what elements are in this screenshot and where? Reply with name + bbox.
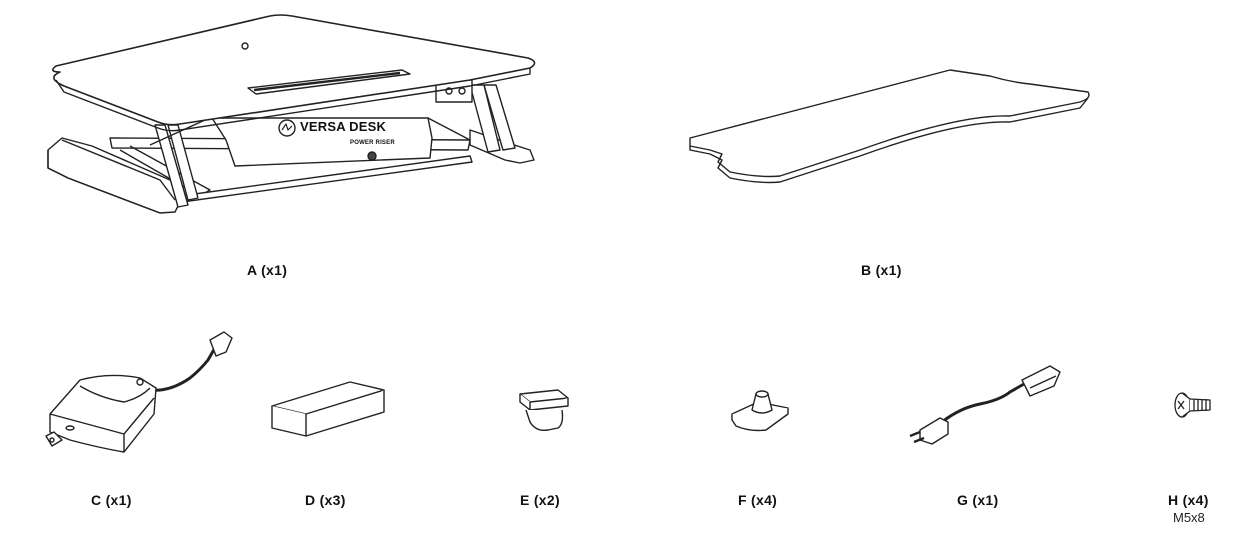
desk-riser-illustration (0, 0, 620, 260)
part-a-label: A (x1) (247, 262, 288, 278)
part-f-label: F (x4) (738, 492, 778, 508)
cable-clip-illustration (490, 380, 600, 440)
part-e-label: E (x2) (520, 492, 560, 508)
part-d-label: D (x3) (305, 492, 346, 508)
part-b-label: B (x1) (861, 262, 902, 278)
nut-plate-illustration (710, 380, 820, 440)
part-a: VERSA DESK POWER RISER A (x1) (0, 0, 620, 300)
part-d: D (x3) (260, 370, 400, 510)
part-f: F (x4) (710, 380, 820, 510)
power-cord-illustration (900, 360, 1080, 450)
desk-riser-model-text: POWER RISER (350, 140, 395, 146)
part-e: E (x2) (490, 380, 600, 510)
foam-block-illustration (260, 370, 400, 440)
part-c-label: C (x1) (91, 492, 132, 508)
desk-extension-board-illustration (660, 50, 1120, 210)
part-h-label: H (x4) (1168, 492, 1209, 508)
part-c: C (x1) (40, 330, 250, 510)
part-b: B (x1) (660, 50, 1120, 290)
screw-illustration (1160, 385, 1230, 435)
part-h: H (x4) M5x8 (1160, 385, 1230, 545)
power-adapter-illustration (40, 330, 250, 460)
part-h-spec: M5x8 (1173, 510, 1205, 525)
desk-riser-brand-text: VERSA DESK (300, 119, 387, 134)
part-g-label: G (x1) (957, 492, 999, 508)
part-g: G (x1) (900, 360, 1080, 510)
